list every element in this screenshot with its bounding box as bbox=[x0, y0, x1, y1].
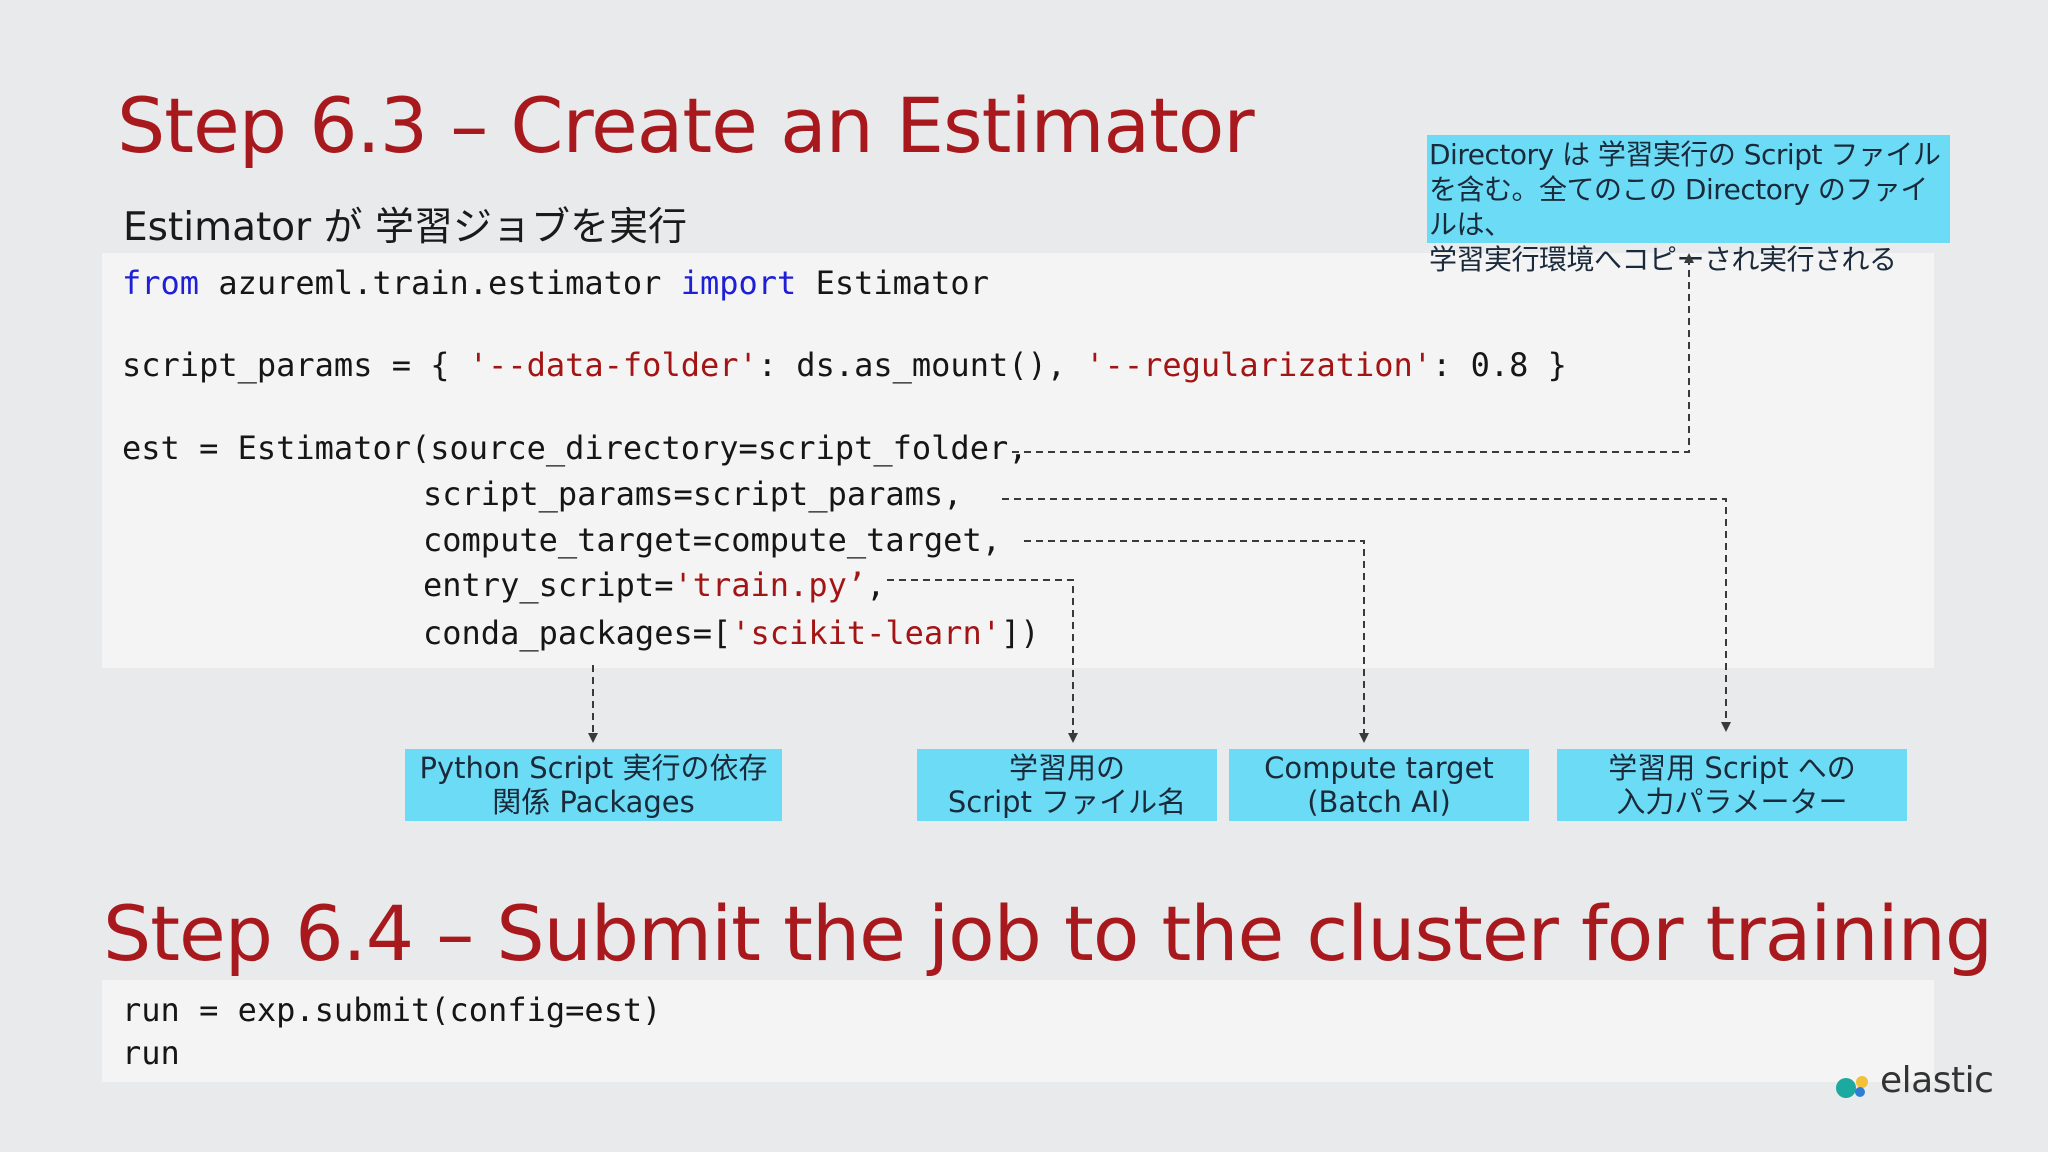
subtitle: Estimator が 学習ジョブを実行 bbox=[123, 205, 687, 250]
code-text: : 0.8 } bbox=[1432, 346, 1567, 384]
callout-packages: Python Script 実行の依存 関係 Packages bbox=[405, 749, 782, 821]
estimator-code-block: from azureml.train.estimator import Esti… bbox=[102, 253, 1934, 668]
string-data-folder: '--data-folder' bbox=[468, 346, 758, 384]
callout-packages-line1: Python Script 実行の依存 bbox=[419, 751, 768, 785]
callout-script-file: 学習用の Script ファイル名 bbox=[917, 749, 1217, 821]
connector-script-params bbox=[1002, 498, 1731, 732]
step-6-4-title: Step 6.4 – Submit the job to the cluster… bbox=[103, 889, 1993, 978]
connector-entry-script bbox=[887, 579, 1078, 743]
code-text: conda_packages=[ bbox=[423, 614, 732, 652]
code-line-script-params-arg: script_params=script_params, bbox=[423, 475, 963, 513]
code-line-import: from azureml.train.estimator import Esti… bbox=[122, 267, 989, 299]
code-line-submit: run = exp.submit(config=est) bbox=[122, 991, 662, 1029]
code-line-run: run bbox=[122, 1034, 180, 1072]
callout-directory-line1: Directory は 学習実行の Script ファイル bbox=[1429, 138, 1941, 171]
code-text: entry_script= bbox=[423, 566, 674, 604]
callout-directory: Directory は 学習実行の Script ファイル を含む。全てのこの … bbox=[1427, 135, 1950, 276]
callout-script-line1: 学習用の bbox=[1008, 751, 1125, 785]
elastic-logo-icon bbox=[1836, 1076, 1868, 1098]
code-text: script_params = { bbox=[122, 346, 469, 384]
code-line-entry-script: entry_script='train.py’, bbox=[423, 569, 885, 601]
callout-script-line2: Script ファイル名 bbox=[947, 785, 1187, 819]
callout-directory-line2: を含む。全てのこの Directory のファイルは、 bbox=[1429, 173, 1928, 241]
callout-packages-line2: 関係 Packages bbox=[492, 785, 695, 819]
string-regularization: '--regularization' bbox=[1085, 346, 1433, 384]
code-text: ]) bbox=[1000, 614, 1040, 652]
code-text: : ds.as_mount(), bbox=[757, 346, 1086, 384]
connector-source-directory bbox=[1012, 253, 1694, 453]
string-train-py: 'train.py’ bbox=[673, 566, 867, 604]
string-scikit-learn: 'scikit-learn' bbox=[731, 614, 1001, 652]
elastic-logo: elastic bbox=[1836, 1060, 2016, 1110]
submit-code-block: run = exp.submit(config=est) run bbox=[102, 980, 1934, 1082]
code-line-compute-target: compute_target=compute_target, bbox=[423, 521, 1001, 559]
module-name: azureml.train.estimator bbox=[199, 264, 681, 302]
callout-params-line1: 学習用 Script への bbox=[1608, 751, 1856, 785]
step-6-3-title: Step 6.3 – Create an Estimator bbox=[117, 81, 1255, 170]
keyword-import: import bbox=[680, 264, 797, 302]
imported-name: Estimator bbox=[796, 264, 989, 302]
code-line-conda-packages: conda_packages=['scikit-learn']) bbox=[423, 617, 1040, 649]
callout-compute-line1: Compute target bbox=[1264, 751, 1494, 785]
callout-directory-line3: 学習実行環境へコピーされ実行される bbox=[1429, 243, 1897, 276]
code-line-script-params: script_params = { '--data-folder': ds.as… bbox=[122, 349, 1567, 381]
logo-text: elastic bbox=[1880, 1060, 1994, 1101]
callout-params-line2: 入力パラメーター bbox=[1616, 785, 1848, 819]
connector-compute-target bbox=[1024, 540, 1369, 743]
code-text: , bbox=[866, 566, 886, 604]
callout-compute-line2: (Batch AI) bbox=[1307, 785, 1451, 819]
callout-input-params: 学習用 Script への 入力パラメーター bbox=[1557, 749, 1907, 821]
callout-compute-target: Compute target (Batch AI) bbox=[1229, 749, 1529, 821]
keyword-from: from bbox=[122, 264, 200, 302]
code-line-estimator: est = Estimator(source_directory=script_… bbox=[122, 429, 1028, 467]
